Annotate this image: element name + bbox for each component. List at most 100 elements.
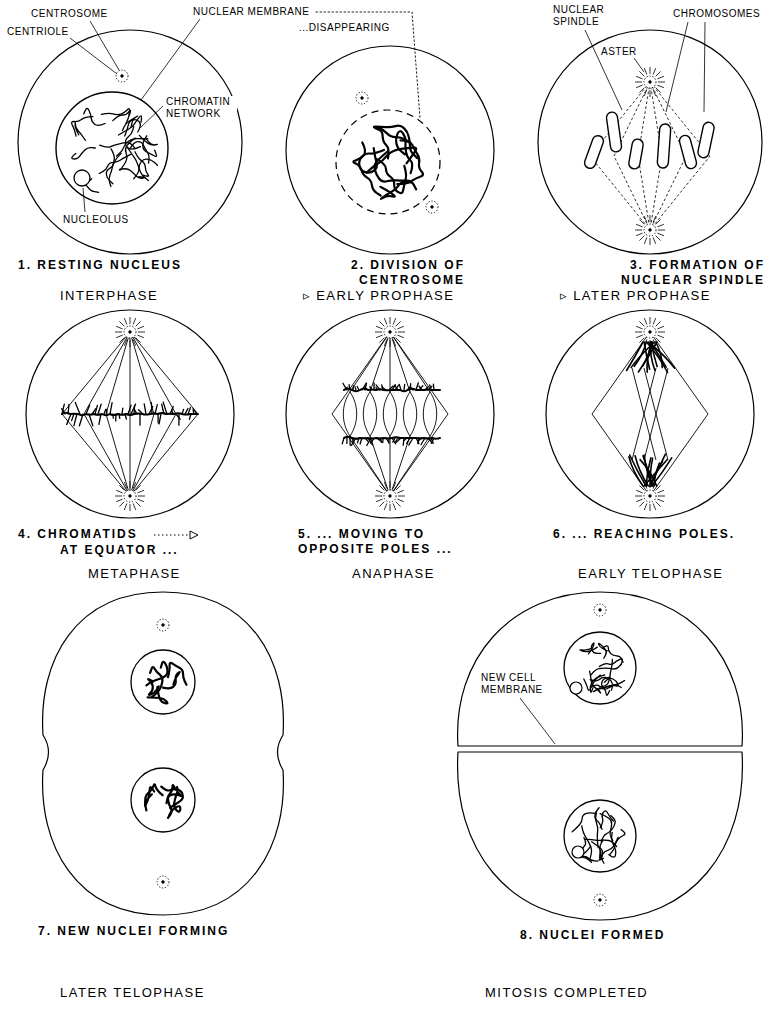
aster-ray	[119, 502, 124, 507]
chromatin-strand	[143, 136, 157, 157]
chromatid-strand	[362, 383, 366, 390]
chromatin-strand	[75, 122, 85, 140]
centrosome	[384, 490, 396, 502]
nuclear-membrane	[564, 632, 636, 704]
nuclear-membrane	[131, 768, 195, 832]
leader-line	[634, 58, 644, 72]
chromatin-strand	[600, 814, 613, 841]
aster-ray	[650, 504, 651, 511]
cell-outline	[538, 30, 762, 254]
aster-ray	[124, 482, 127, 489]
phase-name: METAPHASE	[88, 566, 181, 582]
aster-ray	[137, 326, 144, 329]
aster-ray	[376, 335, 383, 338]
aster-ray	[136, 321, 141, 326]
aster-ray	[644, 503, 647, 510]
pointer-head	[190, 531, 198, 539]
aster-ray	[657, 335, 664, 338]
aster-ray	[658, 332, 665, 333]
nucleolus	[572, 846, 584, 858]
chromatid-strand	[74, 414, 77, 426]
aster-ray	[653, 237, 656, 244]
chromatid-strand	[395, 385, 399, 390]
aster-ray	[657, 76, 664, 79]
chromatin-strand	[100, 143, 135, 149]
aster-ray	[656, 485, 661, 490]
nucleolus	[570, 682, 582, 694]
aster-ray	[379, 485, 384, 490]
chromatid-strand	[373, 383, 374, 390]
spindle-fiber	[390, 436, 410, 496]
step-caption: AT EQUATOR ...	[60, 543, 179, 558]
aster-ray	[384, 318, 387, 325]
aster-ray	[639, 88, 644, 93]
centriole	[389, 495, 392, 498]
aster-ray	[639, 502, 644, 507]
aster-ray	[658, 496, 665, 497]
aster-ray	[390, 481, 391, 488]
aster-ray	[636, 224, 643, 227]
aster-ray	[138, 332, 145, 333]
phase-name: INTERPHASE	[60, 288, 158, 304]
spindle-fiber	[644, 368, 668, 460]
chromatid-strand	[371, 438, 374, 443]
leader-line	[585, 30, 622, 110]
centriole	[599, 899, 602, 902]
centrosome	[594, 894, 606, 906]
aster-ray	[635, 496, 642, 497]
spindle-fiber	[390, 332, 430, 392]
centriole	[431, 206, 434, 209]
chromatin-strand	[601, 816, 615, 842]
chromatid-strand	[155, 405, 157, 414]
chromatin-strand	[353, 143, 380, 196]
chromatid-strand	[62, 404, 64, 414]
chromosome	[697, 121, 715, 159]
chromatid-strand	[189, 414, 191, 419]
chromatid-strand	[382, 387, 386, 390]
centriole	[649, 229, 652, 232]
nuclear-membrane	[56, 92, 168, 204]
aster-ray	[656, 219, 661, 224]
centriole	[649, 331, 652, 334]
aster-ray	[115, 496, 122, 497]
aster-ray	[397, 499, 404, 502]
aster-ray	[656, 321, 661, 326]
aster-ray	[644, 339, 647, 346]
centrosome	[116, 70, 128, 82]
daughter-cell-outline	[458, 592, 743, 746]
part-label: CHROMATIN NETWORK	[165, 96, 237, 120]
centrosome	[124, 326, 136, 338]
dotted-pointer	[154, 535, 190, 536]
aster-ray	[376, 326, 383, 329]
chromosome	[678, 134, 697, 170]
chromatid-strand	[352, 386, 354, 390]
cell-outline	[286, 46, 494, 254]
chromatin-strand	[590, 685, 621, 688]
part-label: ASTER	[600, 46, 638, 58]
cell-outline	[286, 310, 494, 518]
aster-ray	[635, 82, 642, 83]
aster-ray	[379, 321, 384, 326]
chromatid-strand	[355, 387, 356, 390]
aster-ray	[658, 230, 665, 231]
chromatid-strand	[351, 438, 356, 445]
aster-ray	[653, 89, 656, 96]
spindle-fiber	[390, 392, 397, 436]
chromatid-strand	[95, 405, 97, 414]
chromatid-strand	[343, 383, 347, 390]
chromosome-strand	[644, 342, 650, 369]
chromatid-strand	[118, 414, 120, 418]
nucleolus	[74, 170, 90, 186]
chromatin-strand	[72, 148, 95, 159]
centrosome	[384, 326, 396, 338]
nuclear-membrane	[564, 800, 636, 872]
aster-ray	[130, 317, 131, 324]
part-label: NEW CELL MEMBRANE	[480, 672, 557, 696]
aster-ray	[397, 326, 404, 329]
chromatin-strand	[119, 116, 142, 135]
aster-ray	[644, 237, 647, 244]
aster-ray	[393, 482, 396, 489]
chromosome-strand	[652, 458, 672, 486]
chromatid-strand	[106, 409, 108, 414]
chromatid-strand	[388, 438, 390, 443]
